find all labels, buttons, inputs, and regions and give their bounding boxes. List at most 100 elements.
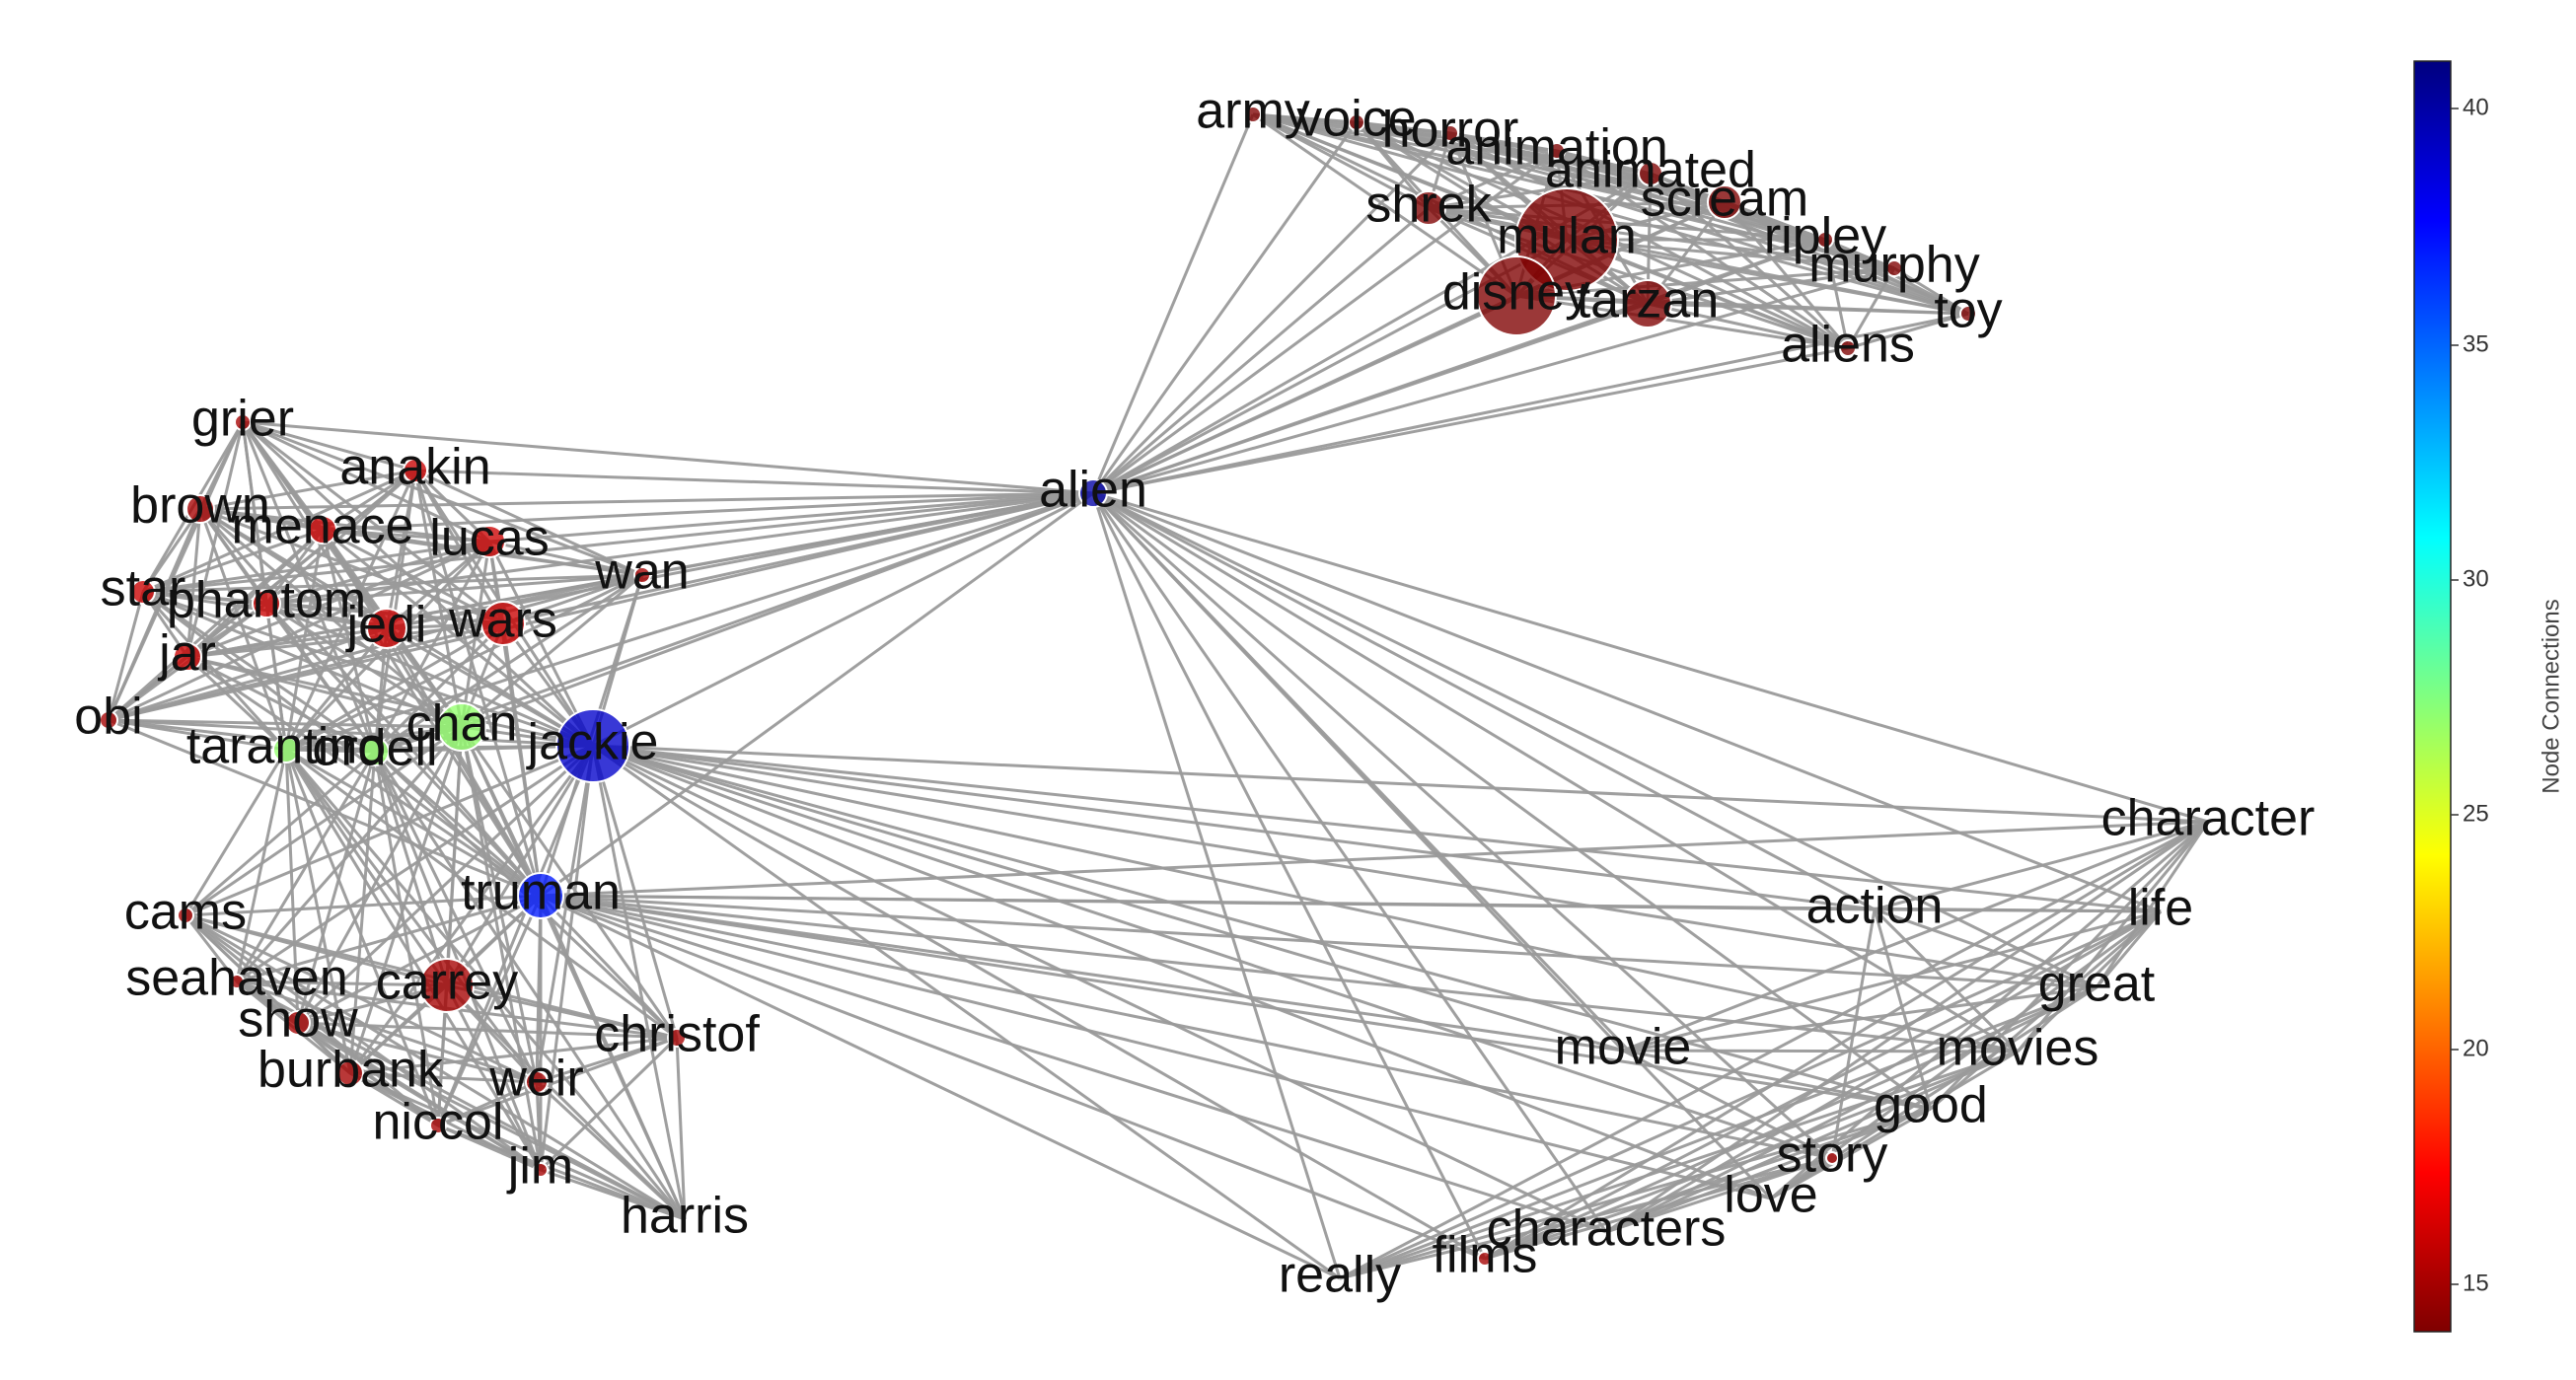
node-label-carrey: carrey	[376, 954, 518, 1011]
node-menace	[308, 515, 337, 545]
edge	[285, 491, 1094, 752]
edge	[141, 508, 202, 593]
edge	[436, 726, 464, 1126]
edge	[242, 420, 643, 577]
edge	[265, 573, 643, 606]
edge	[540, 894, 1607, 1234]
edge	[186, 655, 463, 729]
edge	[235, 751, 377, 982]
node-label-obi: obi	[74, 689, 142, 746]
edge	[108, 573, 643, 722]
edge	[1484, 1107, 1932, 1261]
edge	[184, 725, 463, 917]
node-label-wan: wan	[594, 544, 689, 601]
node-jim	[533, 1162, 549, 1178]
colorbar-gradient	[2413, 60, 2452, 1333]
node-label-lucas: lucas	[429, 510, 549, 567]
edge	[1605, 1156, 1833, 1234]
edge	[592, 744, 1876, 911]
edge	[540, 894, 1486, 1261]
node-weir	[525, 1070, 549, 1094]
edge	[445, 983, 687, 1221]
edge	[1893, 266, 1969, 316]
edge	[142, 469, 416, 594]
edge	[535, 745, 595, 1083]
edge	[2095, 821, 2210, 988]
edge	[592, 744, 1624, 1053]
node-label-harris: harris	[621, 1188, 749, 1245]
edge	[1428, 206, 1849, 350]
node-grier	[234, 413, 252, 431]
edge	[1647, 302, 1969, 316]
edge	[1622, 1049, 2019, 1053]
edge	[242, 420, 1094, 495]
edge	[185, 508, 202, 658]
node-chan	[437, 702, 486, 752]
colorbar-tick-label: 35	[2463, 330, 2489, 357]
node-label-story: story	[1777, 1126, 1888, 1184]
edge	[199, 491, 1094, 511]
node-label-jar: jar	[157, 625, 216, 683]
node-horror	[1441, 124, 1459, 142]
edge	[1092, 206, 1430, 495]
colorbar: 40 35 30 25 20 15 Node Connections	[2413, 60, 2564, 1333]
edge	[1515, 294, 1849, 350]
edge	[284, 749, 440, 1126]
edge	[1873, 908, 1933, 1110]
edge	[285, 748, 678, 1040]
edge	[413, 469, 491, 544]
node-seahaven	[229, 974, 245, 989]
edge	[1091, 113, 1255, 494]
edge	[592, 744, 2209, 824]
node-label-disney: disney	[1442, 264, 1590, 322]
node-label-life: life	[2128, 880, 2193, 937]
node-label-murphy: murphy	[1808, 237, 1979, 294]
node-label-truman: truman	[461, 864, 621, 921]
node-label-ripley: ripley	[1764, 208, 1886, 265]
node-label-horror: horror	[1382, 102, 1519, 159]
node-show	[285, 1010, 311, 1036]
edge	[108, 718, 594, 748]
edge	[1647, 302, 1849, 350]
edge	[349, 1036, 678, 1075]
node-label-grier: grier	[191, 391, 294, 448]
edge	[488, 540, 643, 577]
node-label-action: action	[1806, 878, 1944, 935]
node-wan	[633, 566, 651, 584]
edge	[487, 541, 595, 747]
node-story	[1825, 1151, 1839, 1165]
edge	[1092, 266, 1895, 495]
edge	[108, 540, 490, 722]
edge	[592, 744, 2162, 913]
edge	[284, 749, 543, 1171]
node-voice	[1348, 113, 1365, 131]
node-label-great: great	[2038, 956, 2156, 1013]
node-carrey	[419, 958, 475, 1013]
edge	[107, 508, 202, 721]
edge	[322, 528, 594, 748]
node-label-tarzan: tarzan	[1577, 272, 1720, 329]
edge	[2095, 910, 2163, 988]
edge	[284, 749, 300, 1024]
edge	[1873, 908, 2020, 1053]
node-brown	[185, 494, 215, 524]
edge	[142, 491, 1094, 594]
node-label-jackie: jackie	[526, 714, 659, 771]
edge	[540, 894, 1624, 1053]
colorbar-ticks: 40 35 30 25 20 15	[2451, 94, 2489, 1296]
node-label-anakin: anakin	[339, 439, 490, 496]
edge	[184, 913, 686, 1221]
edge	[1484, 985, 2098, 1261]
edge	[236, 980, 686, 1221]
node-label-really: really	[1279, 1247, 1401, 1304]
edge	[108, 718, 376, 754]
node-murphy	[1885, 259, 1903, 277]
node-aliens	[1839, 339, 1857, 357]
node-label-aliens: aliens	[1781, 317, 1915, 374]
edge	[460, 726, 543, 1171]
edge	[1622, 909, 2162, 1053]
edge	[1770, 1156, 1833, 1200]
edge	[592, 744, 1607, 1234]
